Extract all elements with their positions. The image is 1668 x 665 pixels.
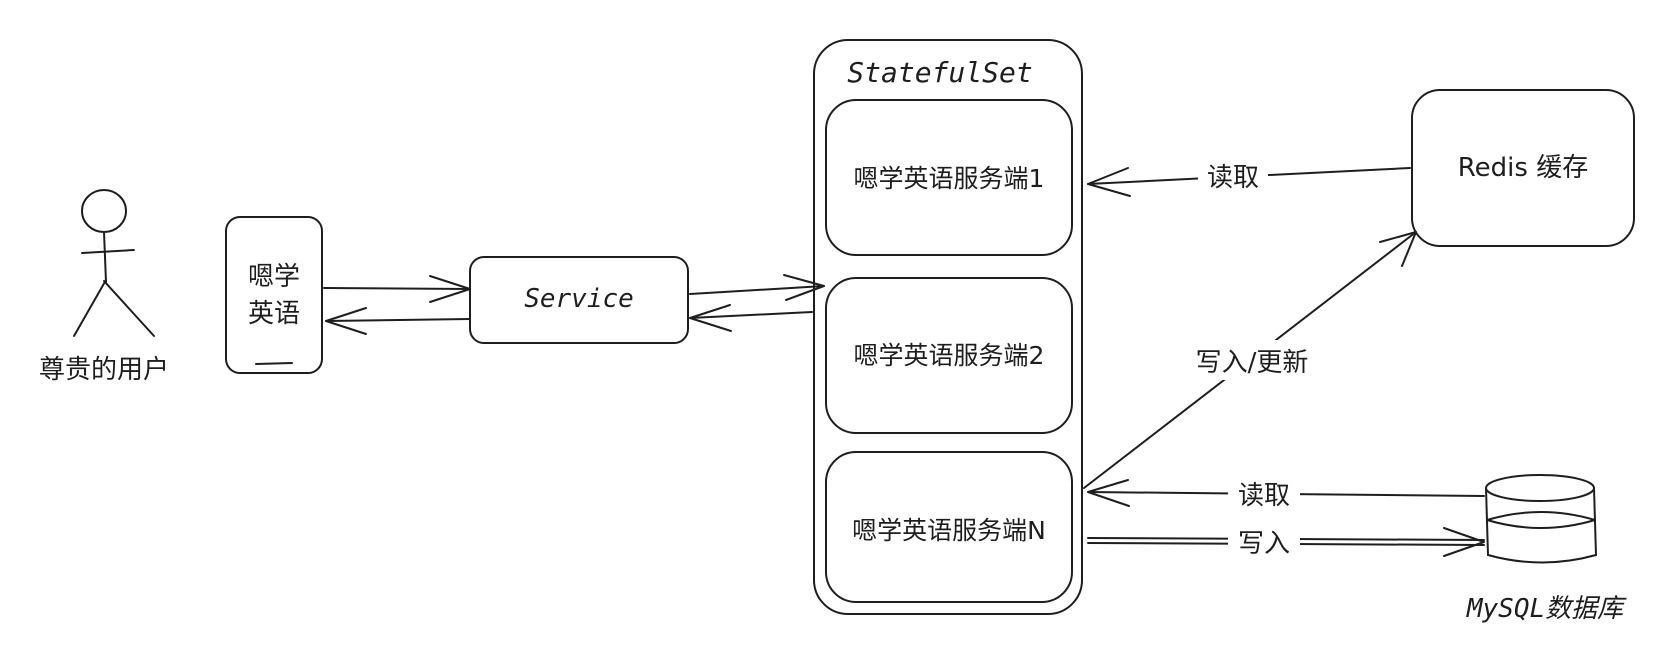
redis-node[interactable]: Redis 缓存 <box>1411 89 1635 247</box>
edge-mysql-write: 写入 <box>1087 524 1485 562</box>
edge-label-write-update: 写入/更新 <box>1196 348 1309 378</box>
actor-label: 尊贵的用户 <box>39 355 169 385</box>
edge-label-redis-read: 读取 <box>1207 163 1259 193</box>
user-actor: 尊贵的用户 <box>39 189 169 385</box>
edge-label-mysql-read: 读取 <box>1238 481 1290 511</box>
edge-write-update: 写入/更新 <box>1083 231 1417 489</box>
server-1[interactable]: 嗯学英语服务端1 <box>825 99 1073 256</box>
app-label-line2: 英语 <box>248 299 300 329</box>
stick-figure-icon <box>73 189 155 337</box>
statefulset-node[interactable]: StatefulSet 嗯学英语服务端1 嗯学英语服务端2 嗯学英语服务端N <box>813 39 1083 615</box>
app-node[interactable]: 嗯学 英语 <box>225 216 323 374</box>
server-2-label: 嗯学英语服务端2 <box>854 341 1045 370</box>
database-icon <box>1485 474 1597 564</box>
edge-service-to-app <box>325 307 471 335</box>
server-2[interactable]: 嗯学英语服务端2 <box>825 277 1073 434</box>
edge-redis-read: 读取 <box>1087 158 1411 197</box>
edge-label-mysql-write: 写入 <box>1238 529 1290 559</box>
edge-statefulset-to-service <box>689 304 813 332</box>
edge-service-to-statefulset <box>689 274 825 301</box>
server-n-label: 嗯学英语服务端N <box>852 516 1046 545</box>
server-1-label: 嗯学英语服务端1 <box>854 164 1045 193</box>
mysql-label: MySQL数据库 <box>1466 594 1627 624</box>
service-node[interactable]: Service <box>469 256 689 344</box>
app-label-line1: 嗯学 <box>248 262 300 292</box>
edge-app-to-service <box>323 275 471 303</box>
server-n[interactable]: 嗯学英语服务端N <box>825 451 1073 603</box>
edge-mysql-read: 读取 <box>1087 476 1485 514</box>
service-label: Service <box>524 284 634 314</box>
redis-label: Redis 缓存 <box>1458 153 1588 183</box>
statefulset-title: StatefulSet <box>847 56 1032 89</box>
mysql-node[interactable]: MySQL数据库 <box>1466 474 1627 624</box>
